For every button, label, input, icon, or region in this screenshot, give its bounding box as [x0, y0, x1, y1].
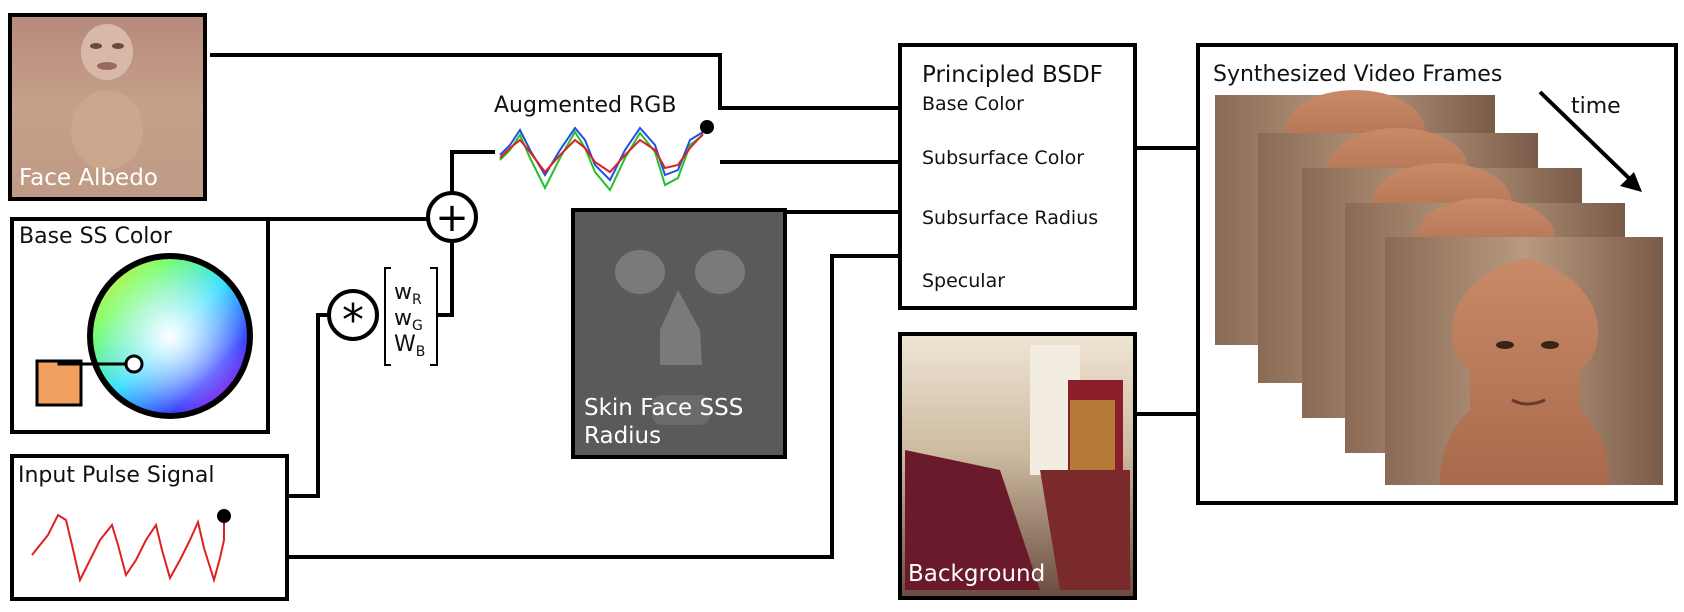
add-symbol: + — [435, 195, 469, 241]
rgb-green-wave — [499, 130, 704, 192]
albedo-face-shape — [81, 24, 133, 80]
bsdf-title: Principled BSDF — [922, 62, 1103, 88]
bsdf-input-specular: Specular — [922, 270, 1006, 292]
convolve-operator: * — [327, 289, 379, 346]
input-pulse-panel — [10, 454, 289, 601]
line-pulse-to-specular — [287, 254, 900, 559]
time-label: time — [1571, 94, 1621, 119]
bsdf-input-subsurface-radius: Subsurface Radius — [922, 207, 1099, 229]
skin-sss-panel — [571, 208, 787, 459]
weight-r: wR — [394, 280, 422, 308]
input-pulse-title: Input Pulse Signal — [18, 463, 215, 488]
weight-g: wG — [394, 306, 423, 334]
convolve-symbol: * — [342, 295, 364, 346]
left-bracket — [384, 267, 391, 366]
augmented-rgb-title: Augmented RGB — [494, 93, 677, 118]
face-albedo-label: Face Albedo — [19, 165, 158, 191]
weight-b: WB — [394, 332, 425, 360]
rgb-red-wave — [499, 133, 704, 174]
time-arrow — [1538, 90, 1638, 187]
skin-sss-label-line1: Skin Face SSS — [584, 395, 744, 421]
background-label: Background — [908, 561, 1046, 587]
pulse-endpoint — [217, 509, 231, 523]
base-ss-color-title: Base SS Color — [19, 224, 172, 249]
weight-vector — [384, 267, 438, 366]
line-pulse-to-conv — [287, 313, 330, 498]
base-ss-color-panel — [10, 217, 270, 434]
line-albedo-to-basecolor — [210, 53, 900, 110]
right-bracket — [430, 267, 438, 366]
rgb-endpoint — [700, 120, 714, 134]
pulse-waveform — [31, 513, 225, 584]
rgb-blue-wave — [499, 126, 704, 182]
augmented-rgb-signal — [499, 120, 714, 192]
color-swatch — [35, 359, 83, 407]
skin-sss-label-line2: Radius — [584, 423, 662, 449]
color-picker-handle[interactable] — [124, 354, 144, 374]
frame-stack — [1215, 90, 1663, 485]
add-operator: + — [426, 191, 478, 243]
background-panel — [898, 332, 1137, 600]
bsdf-panel — [898, 43, 1137, 310]
line-weights-to-add — [437, 241, 454, 317]
bsdf-input-subsurface-color: Subsurface Color — [922, 147, 1085, 169]
face-albedo-panel — [8, 13, 207, 201]
video-frame-5 — [1385, 237, 1663, 485]
connector-lines — [210, 53, 1198, 559]
synthesized-frames-panel — [1196, 43, 1678, 505]
time-arrow-head — [1620, 172, 1642, 192]
bsdf-input-base-color: Base Color — [922, 93, 1024, 115]
synthesized-frames-title: Synthesized Video Frames — [1213, 62, 1503, 87]
